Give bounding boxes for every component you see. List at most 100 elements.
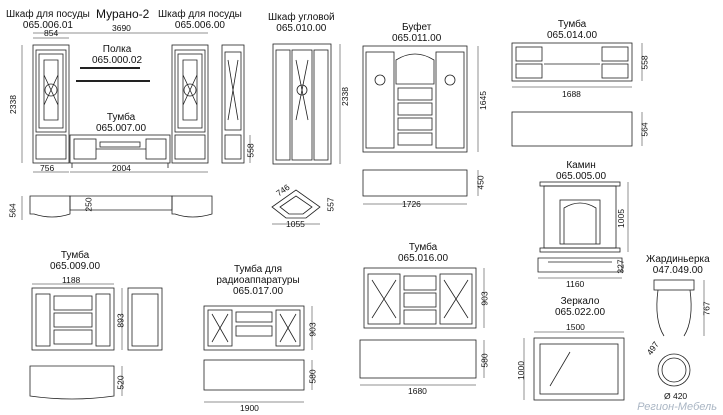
dim-558-a: 558 — [245, 143, 256, 158]
dim-564-b: 564 — [639, 122, 650, 137]
dim-580-b: 580 — [479, 353, 490, 368]
bufet-plan — [362, 169, 479, 205]
dim-1726: 1726 — [402, 199, 421, 209]
shkaf-right-drawing — [171, 44, 209, 164]
zhardinierka-code: 047.049.00 — [652, 265, 703, 276]
shkaf-uglovoy-drawing — [272, 43, 341, 165]
polka-code: 065.000.02 — [92, 55, 143, 66]
tumba-radio-label: Тумба для радиоаппаратуры 065.017.00 — [216, 264, 300, 297]
dim-2004: 2004 — [112, 163, 131, 173]
dim-854: 854 — [44, 28, 59, 38]
tumba-009-code: 065.009.00 — [50, 261, 101, 272]
dim-903-a: 903 — [307, 322, 318, 337]
shkaf-left-drawing — [32, 44, 70, 164]
dim-756: 756 — [40, 163, 55, 173]
dim-1688: 1688 — [562, 89, 581, 99]
shkaf-uglovoy-code: 065.010.00 — [276, 23, 327, 34]
kamin-plan — [537, 257, 623, 279]
tumba-tv-drawing — [69, 134, 171, 168]
watermark-logo: Регион-Мебель — [637, 401, 717, 413]
dim-520: 520 — [115, 375, 126, 390]
tumba-009-name: Тумба — [60, 250, 90, 261]
tumba-014-name: Тумба — [557, 19, 587, 30]
dim-1000: 1000 — [515, 361, 526, 380]
dim-903-b: 903 — [479, 291, 490, 306]
tumba-014-label: Тумба 065.014.00 — [547, 19, 597, 41]
dim-327: 327 — [615, 259, 626, 274]
tumba-tv-code: 065.007.00 — [96, 123, 147, 134]
dim-767: 767 — [701, 301, 712, 316]
dim-1900: 1900 — [240, 403, 259, 413]
tumba-016-name: Тумба — [408, 242, 438, 253]
murano-plan — [21, 195, 213, 220]
title-text: Мурано-2 — [96, 7, 150, 21]
tumba-016-label: Тумба 065.016.00 — [398, 242, 448, 264]
bufet-drawing — [362, 45, 479, 153]
tumba-tv-name: Тумба — [106, 112, 136, 123]
dim-250: 250 — [83, 197, 94, 212]
bufet-name: Буфет — [402, 22, 432, 33]
zerkalo-name: Зеркало — [560, 296, 600, 307]
shkaf-uglovoy-label: Шкаф угловой 065.010.00 — [268, 12, 335, 34]
dim-1160: 1160 — [566, 279, 585, 289]
dim-1055: 1055 — [286, 219, 305, 229]
kamin-code: 065.005.00 — [556, 171, 607, 182]
tumba-014-code: 065.014.00 — [547, 30, 598, 41]
tumba-014-plan — [511, 111, 643, 147]
zhardinierka-drawing — [653, 279, 705, 337]
dim-1188: 1188 — [62, 275, 81, 285]
zhardinierka-plan — [657, 353, 691, 387]
dim-1500: 1500 — [566, 322, 585, 332]
tumba-014-drawing — [511, 42, 643, 88]
shkaf-right-label: Шкаф для посуды 065.006.00 — [158, 9, 242, 31]
tumba-016-code: 065.016.00 — [398, 253, 449, 264]
zerkalo-code: 065.022.00 — [555, 307, 606, 318]
dim-450: 450 — [475, 175, 486, 190]
tumba-009-drawing — [31, 283, 163, 351]
tumba-radio-plan — [203, 359, 313, 403]
tumba-tv-label: Тумба 065.007.00 — [96, 112, 146, 134]
bufet-label: Буфет 065.011.00 — [392, 22, 441, 44]
polka-name: Полка — [102, 44, 132, 55]
dim-580-a: 580 — [307, 369, 318, 384]
kamin-label: Камин 065.005.00 — [556, 160, 606, 182]
zerkalo-label: Зеркало 065.022.00 — [555, 296, 605, 318]
polka-drawing — [76, 67, 150, 82]
shkaf-right-name: Шкаф для посуды — [158, 9, 242, 20]
zhardinierka-label: Жардиньерка 047.049.00 — [646, 254, 710, 276]
tumba-radio-code: 065.017.00 — [232, 286, 284, 297]
dim-3690: 3690 — [112, 23, 131, 33]
zerkalo-drawing — [523, 331, 625, 401]
dim-2338-b: 2338 — [339, 87, 350, 106]
shkaf-left-code: 065.006.01 — [22, 20, 73, 31]
tumba-radio-name: Тумба для радиоаппаратуры — [216, 264, 300, 286]
page-title: Мурано-2 — [96, 8, 149, 21]
dim-1645: 1645 — [477, 91, 488, 110]
dim-1680: 1680 — [408, 386, 427, 396]
dim-893: 893 — [115, 313, 126, 328]
tumba-009-label: Тумба 065.009.00 — [50, 250, 100, 272]
zhardinierka-name: Жардиньерка — [646, 254, 710, 265]
kamin-name: Камин — [566, 160, 596, 171]
polka-label: Полка 065.000.02 — [92, 44, 142, 66]
shkaf-uglovoy-plan — [271, 189, 321, 225]
shkaf-right-code: 065.006.00 — [174, 20, 225, 31]
dim-420: Ø 420 — [664, 391, 688, 401]
dim-1005: 1005 — [615, 209, 626, 228]
kamin-drawing — [539, 181, 629, 253]
dim-557: 557 — [325, 197, 336, 212]
dim-558-b: 558 — [639, 55, 650, 70]
tumba-radio-drawing — [203, 305, 313, 351]
tumba-009-plan — [29, 365, 123, 400]
shkaf-left-label: Шкаф для посуды 065.006.01 — [6, 9, 90, 31]
murano-dim-lines — [21, 32, 251, 173]
tumba-016-drawing — [363, 267, 485, 329]
bufet-code: 065.011.00 — [392, 33, 442, 44]
tumba-016-plan — [359, 339, 485, 386]
shkaf-uglovoy-name: Шкаф угловой — [268, 12, 335, 23]
dim-2338-a: 2338 — [7, 95, 18, 114]
dim-564-a: 564 — [7, 203, 18, 218]
shkaf-side-drawing — [221, 44, 245, 164]
shkaf-left-name: Шкаф для посуды — [6, 9, 90, 20]
